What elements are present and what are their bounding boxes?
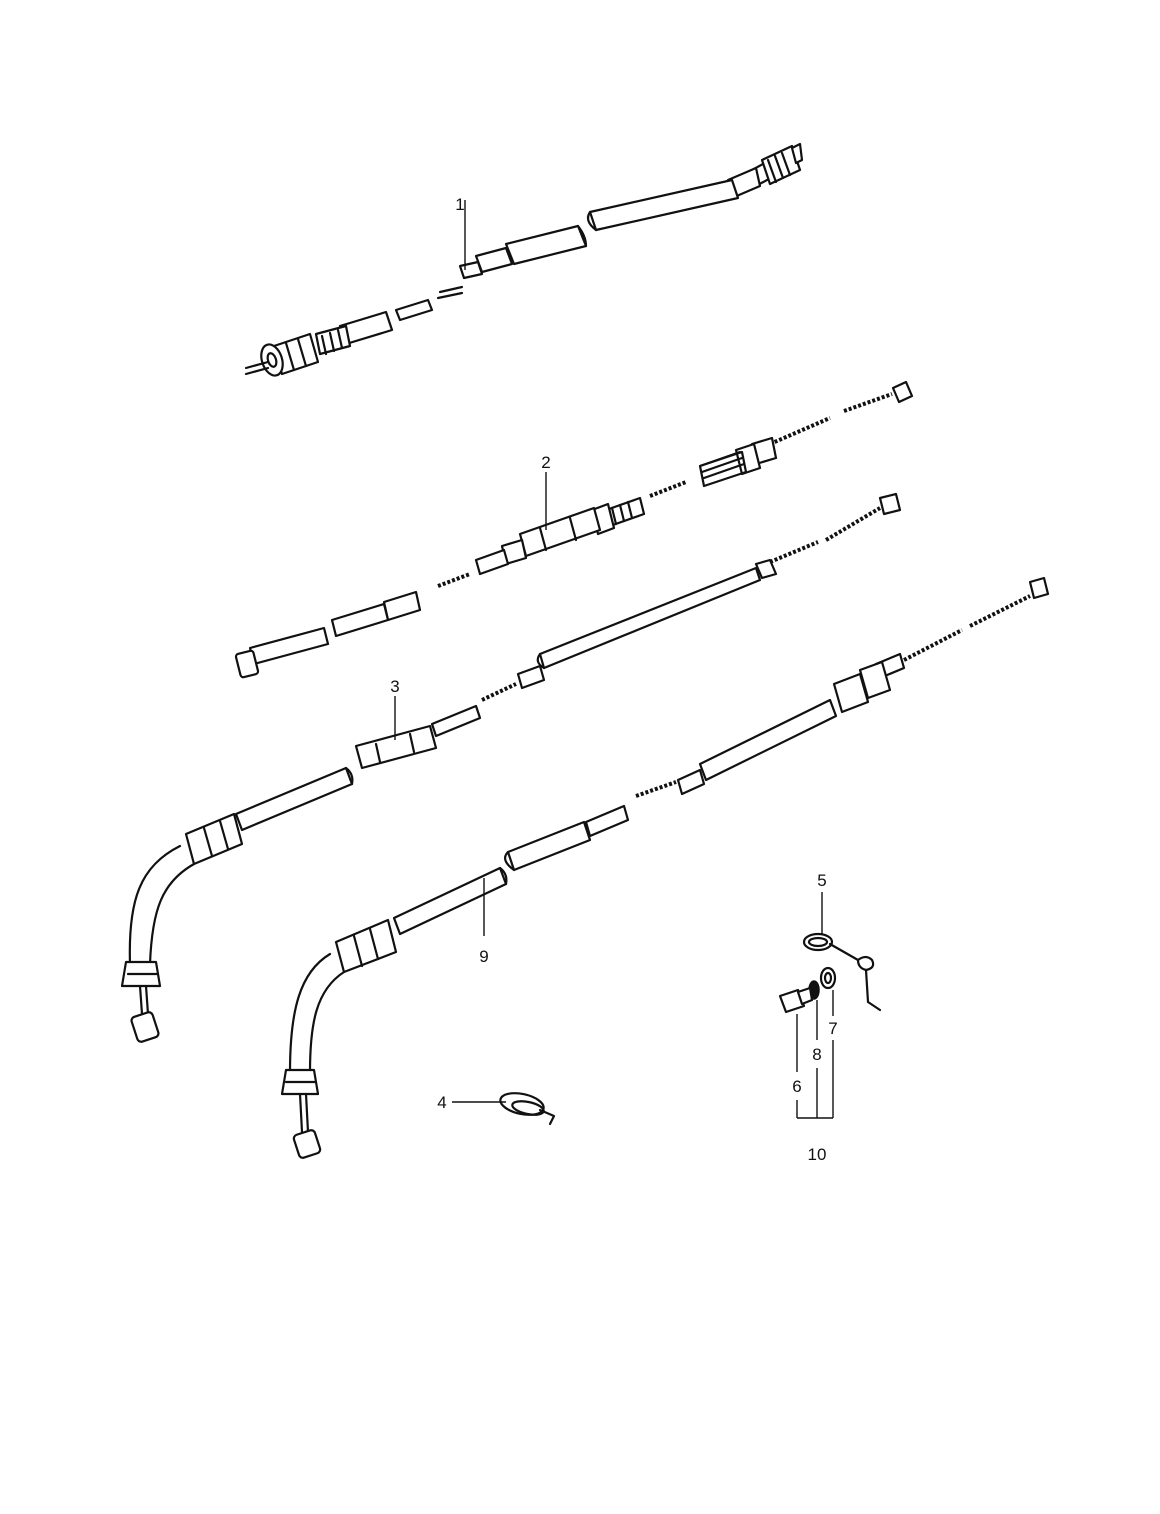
callout-6: 6 — [792, 1077, 801, 1096]
callout-3: 3 — [390, 677, 399, 696]
bolt-6[interactable] — [778, 986, 814, 1014]
callout-1: 1 — [455, 195, 464, 214]
cable-clamp[interactable] — [498, 1090, 556, 1126]
callout-4: 4 — [437, 1093, 446, 1112]
callout-10: 10 — [808, 1145, 827, 1164]
return-spring[interactable] — [802, 932, 882, 1012]
callout-9: 9 — [479, 947, 488, 966]
callout-2: 2 — [541, 453, 550, 472]
throttle-cable-b[interactable] — [280, 576, 1050, 1159]
throttle-cable-a[interactable] — [120, 492, 902, 1043]
callout-8: 8 — [812, 1045, 821, 1064]
clutch-cable[interactable] — [234, 380, 914, 679]
cable-upper-fitting — [726, 142, 804, 200]
speedometer-cable[interactable] — [244, 142, 804, 378]
callout-5: 5 — [817, 871, 826, 890]
washer-7[interactable] — [819, 966, 837, 990]
bracket-group-10 — [796, 1040, 834, 1119]
callout-7: 7 — [828, 1019, 837, 1038]
